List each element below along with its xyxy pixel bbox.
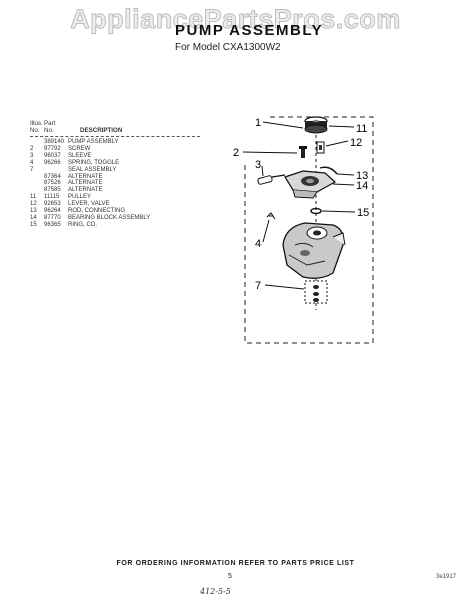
watermark-text: AppliancePartsPros.com [70, 4, 401, 35]
row-part-no: 11115 [44, 194, 60, 201]
document-code: 3e1917 [436, 574, 457, 580]
table-row: 4 96266 SPRING, TOGGLE [30, 160, 220, 167]
header-part-1: Part [44, 120, 56, 127]
row-illus-no: 2 [30, 145, 34, 152]
row-illus-no: 12 [30, 201, 37, 208]
row-illus-no: 14 [30, 214, 37, 221]
table-row: 14 87770 BEARING BLOCK ASSEMBLY [30, 215, 220, 222]
row-illus-no: 13 [30, 208, 37, 215]
pump-assembly-diagram: 1 2 3 4 7 11 12 13 14 15 [233, 116, 374, 344]
row-part-no: 96365 [44, 221, 61, 228]
table-header: Illus.Part No. No. DESCRIPTION [30, 120, 220, 134]
row-illus-no: 15 [30, 221, 37, 228]
callout-12: 12 [350, 137, 362, 149]
row-illus-no: 3 [30, 152, 34, 159]
table-row: 87526 ALTERNATE [30, 180, 220, 187]
row-description: PULLEY [68, 194, 92, 201]
screw-part [299, 146, 307, 158]
callout-4: 4 [255, 238, 261, 250]
row-description: SPRING, TOGGLE [68, 159, 120, 166]
row-part-no: 87364 [44, 173, 61, 180]
row-part-no: 97792 [44, 145, 61, 152]
row-part-no: 87526 [44, 180, 61, 187]
table-row: 11 11115 PULLEY [30, 194, 220, 201]
row-illus-no: 7 [30, 166, 34, 173]
row-part-no: 87585 [44, 187, 61, 194]
row-part-no: 87770 [44, 214, 61, 221]
connecting-rod-part [319, 166, 338, 175]
header-illus-1: Illus. [30, 120, 43, 127]
page-title: PUMP ASSEMBLY [175, 22, 324, 39]
seal-assembly-part [304, 280, 328, 304]
table-row: 13 96264 ROD, CONNECTING [30, 208, 220, 215]
row-part-no: 389140 [44, 139, 65, 145]
sleeve-part [257, 174, 286, 185]
leader-lines [242, 121, 356, 290]
row-description: BEARING BLOCK ASSEMBLY [68, 214, 151, 221]
callout-13: 13 [356, 170, 368, 182]
header-part-2: No. [44, 127, 54, 134]
row-description: SCREW [68, 145, 91, 152]
callout-15: 15 [357, 207, 369, 219]
table-row: 15 96365 RING, CO. [30, 222, 220, 229]
header-illus-2: No. [30, 127, 40, 134]
handwritten-note: 412-5-5 [200, 587, 231, 596]
table-row: 12 92653 LEVER, VALVE [30, 201, 220, 208]
row-description: SLEEVE [68, 152, 92, 159]
table-row: 3 96037 SLEEVE [30, 153, 220, 160]
table-row: 87585 ALTERNATE [30, 187, 220, 194]
row-description: RING, CO. [68, 221, 98, 228]
row-description: PUMP ASSEMBLY [68, 139, 119, 145]
row-description: ALTERNATE [68, 173, 103, 180]
table-row: 7 SEAL ASSEMBLY [30, 167, 220, 174]
ordering-footer: FOR ORDERING INFORMATION REFER TO PARTS … [116, 560, 355, 567]
row-description: LEVER, VALVE [68, 201, 110, 208]
table-row: 87364 ALTERNATE [30, 174, 220, 181]
header-description: DESCRIPTION [80, 127, 123, 134]
row-description: ROD, CONNECTING [68, 208, 125, 215]
pump-body [282, 222, 346, 279]
pulley-part [304, 116, 328, 134]
page-number: 5 [228, 573, 232, 580]
header-rule [30, 136, 200, 137]
callout-14: 14 [356, 180, 368, 192]
callout-11: 11 [356, 123, 367, 135]
callout-1: 1 [255, 117, 261, 129]
ring-part [310, 207, 322, 215]
bearing-block-part [284, 170, 337, 199]
row-part-no: 96266 [44, 159, 61, 166]
row-part-no: 96037 [44, 152, 61, 159]
row-part-no: 92653 [44, 201, 61, 208]
row-illus-no: 4 [30, 159, 34, 166]
callout-labels: 1 2 3 4 7 11 12 13 14 15 [233, 117, 369, 292]
row-description: SEAL ASSEMBLY [68, 166, 117, 173]
toggle-spring-part [266, 212, 276, 220]
row-illus-no: 11 [30, 194, 37, 201]
callout-7: 7 [255, 280, 261, 292]
table-row: 2 97792 SCREW [30, 146, 220, 153]
row-description: ALTERNATE [68, 180, 103, 187]
row-description: ALTERNATE [68, 187, 103, 194]
row-part-no: 96264 [44, 208, 61, 215]
callout-2: 2 [233, 147, 239, 159]
model-subtitle: For Model CXA1300W2 [175, 42, 281, 53]
callout-3: 3 [255, 159, 261, 171]
assembly-frame [244, 116, 374, 344]
valve-lever-part [316, 141, 325, 154]
